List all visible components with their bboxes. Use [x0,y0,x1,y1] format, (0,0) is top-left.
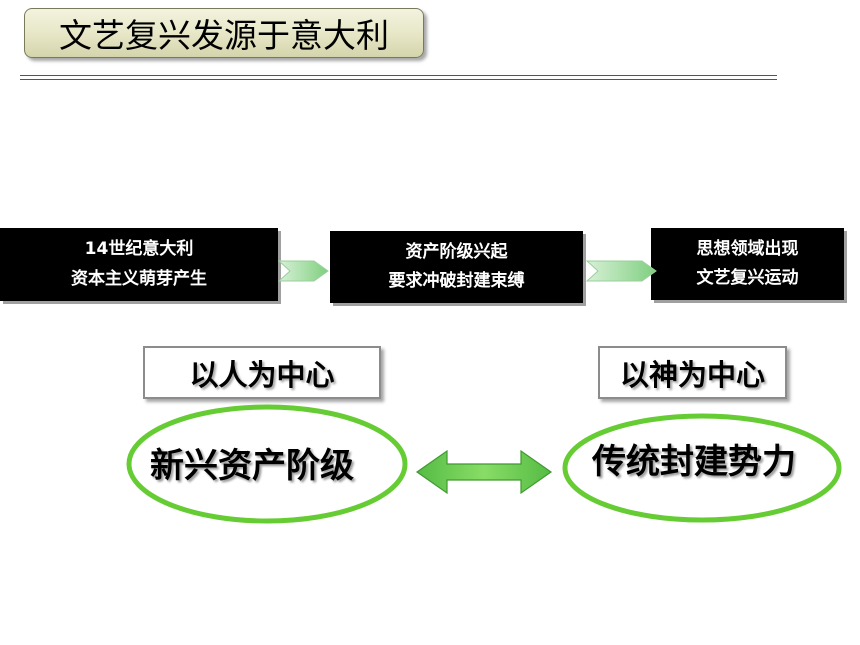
left-label-box: 以人为中心 [143,346,381,399]
title-rule-top [20,75,777,76]
flow-box-2-line2: 要求冲破封建束缚 [388,271,525,292]
flow-arrow-2-icon [585,260,657,282]
left-ellipse [126,404,408,524]
flow-box-3-line2: 文艺复兴运动 [696,268,799,289]
double-arrow-icon [415,449,553,495]
slide-title: 文艺复兴发源于意大利 [24,8,424,58]
flow-box-3-line1: 思想领域出现 [696,238,799,259]
slide-title-text: 文艺复兴发源于意大利 [59,16,389,55]
left-label-text: 以人为中心 [189,357,335,392]
right-label-box: 以神为中心 [598,346,787,399]
flow-box-1-line1: 14世纪意大利 [84,239,194,259]
flow-box-3: 思想领域出现 文艺复兴运动 [651,228,844,300]
right-label-text: 以神为中心 [619,357,765,392]
flow-box-2: 资产阶级兴起 要求冲破封建束缚 [330,231,583,303]
flow-box-2-line1: 资产阶级兴起 [405,241,508,262]
flow-box-1-line2: 资本主义萌芽产生 [71,269,207,289]
right-ellipse-text: 传统封建势力 [592,442,796,482]
right-ellipse [562,413,842,523]
flow-box-1: 14世纪意大利 资本主义萌芽产生 [0,228,278,301]
title-rule-bottom [20,79,777,80]
flow-arrow-1-icon [277,260,329,282]
left-ellipse-text: 新兴资产阶级 [150,446,354,486]
